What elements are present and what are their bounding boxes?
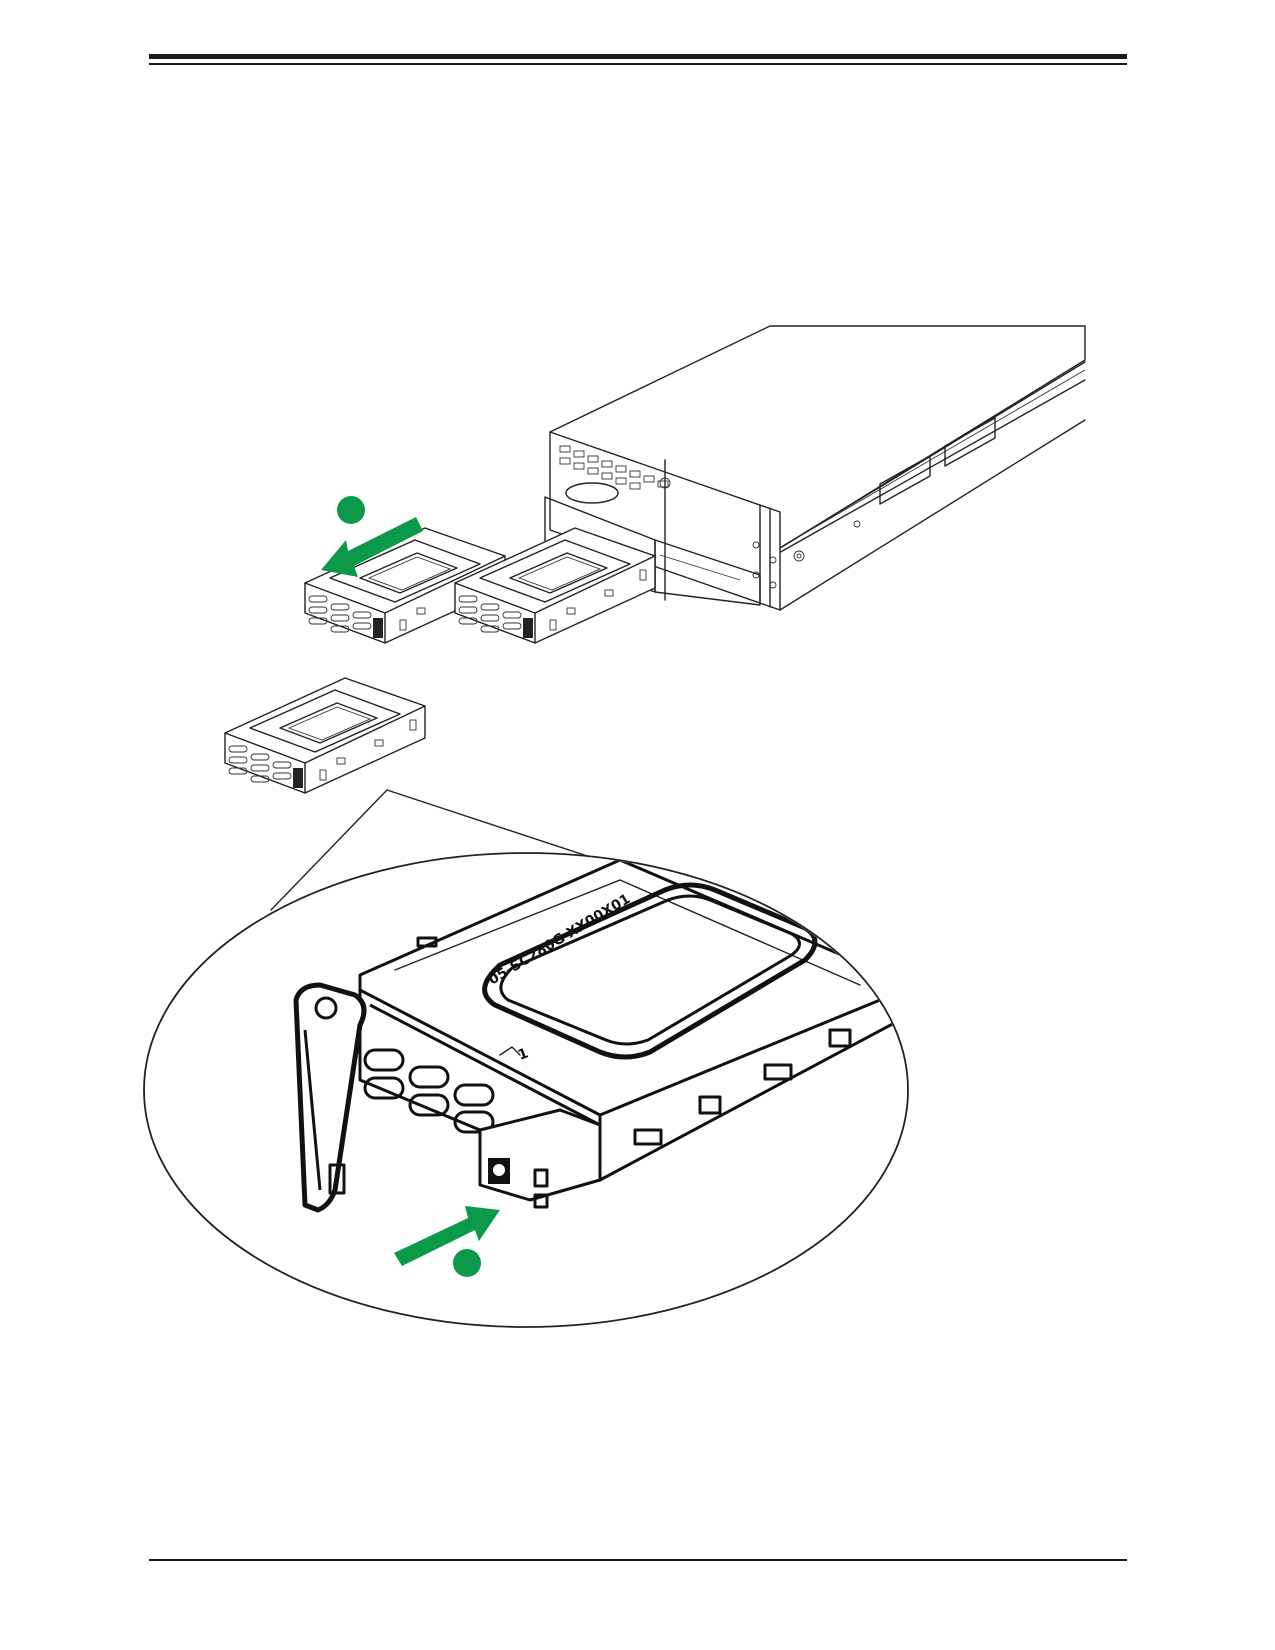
header-rule-thick — [149, 54, 1127, 59]
step-2-push-arrow — [394, 1206, 500, 1277]
drive-tray-enlarged: 05-SC280G-XX00X01 1 — [293, 858, 902, 1213]
footer-rule — [149, 1559, 1127, 1561]
header-rule-thin — [149, 63, 1127, 65]
drive-tray-detail-source — [224, 677, 426, 794]
tray-release-lever — [293, 982, 367, 1213]
drive-tray-partially-inserted — [454, 527, 656, 644]
server-chassis — [544, 325, 1086, 611]
step-1-pull-arrow — [321, 496, 423, 577]
